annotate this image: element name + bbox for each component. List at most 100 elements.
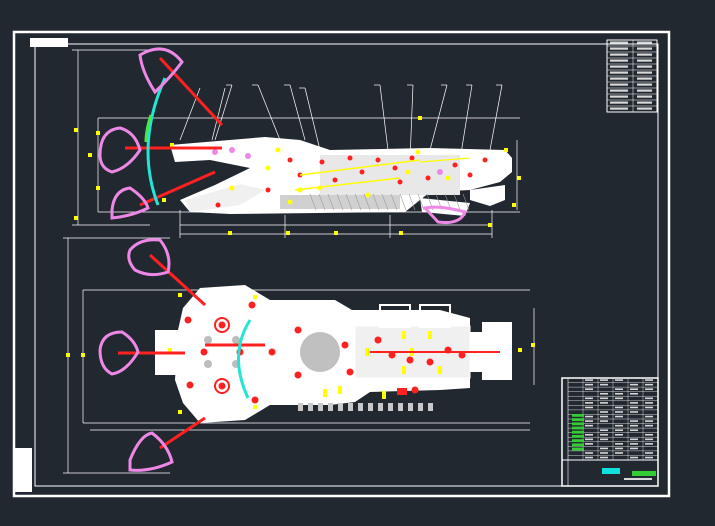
plan-dimension-tick [253, 405, 257, 409]
title-block-highlight-cell [572, 418, 584, 421]
cutter-swing-arc-segment [144, 114, 153, 143]
side-red-bolt [359, 169, 365, 175]
revision-table-cell-text [637, 101, 652, 104]
plan-dimension-tick [66, 353, 70, 357]
plan-view [63, 237, 535, 474]
side-dimension-tick [286, 231, 290, 235]
plan-track-shoe [408, 403, 413, 411]
title-block-cell-text [645, 433, 653, 436]
title-block-cell-text [645, 456, 653, 459]
plan-yellow-fitting [323, 389, 327, 397]
plan-red-bolt [248, 301, 256, 309]
callout-leader [489, 84, 503, 151]
title-block-cell-text [630, 429, 638, 432]
title-block-cell-text [615, 411, 623, 413]
title-block-cell-text [615, 415, 623, 418]
side-dimension-markers [74, 116, 521, 235]
title-block-cell-text [600, 402, 608, 404]
title-block-cell-text [630, 456, 638, 459]
title-block-cell-text [645, 415, 653, 418]
revision-table-cell-text [637, 107, 652, 110]
cutter-boom-side [125, 56, 224, 207]
plan-track-shoe [378, 403, 383, 411]
title-block-cell-text [585, 383, 593, 386]
callout-leader-lines [179, 84, 503, 161]
plan-track-shoe [398, 403, 403, 411]
title-block-highlight-cell [572, 447, 584, 451]
revision-table-cell-text [637, 47, 652, 50]
title-block-highlight-cell [572, 435, 584, 438]
plan-red-bolt [346, 368, 354, 376]
revision-table-cell-text [610, 89, 628, 92]
title-block-cell-text [600, 415, 608, 418]
revision-table-cell-text [637, 77, 652, 80]
side-internal-detail [212, 147, 488, 211]
title-block-cell-text [630, 383, 638, 386]
title-block-cell-text [645, 443, 653, 445]
side-dimension-tick [74, 216, 78, 220]
side-pink-fitting [437, 169, 443, 175]
title-block-cell-text [585, 397, 593, 400]
plan-red-bolt [218, 382, 226, 390]
title-block-logo [602, 468, 620, 474]
title-block-cell-text [645, 402, 653, 404]
revision-table-cell-text [610, 59, 628, 62]
title-block-cell-text [645, 388, 653, 391]
title-block-scale-text [624, 478, 652, 480]
title-block-cell-text [645, 452, 653, 454]
title-block-cell-text [600, 383, 608, 386]
title-block-cell-text [600, 392, 608, 395]
side-red-bolt [409, 155, 415, 161]
title-block-cell-text [585, 433, 593, 436]
title-block-cell-text [615, 447, 623, 450]
plan-yellow-fitting [428, 331, 432, 339]
revision-table-cell-text [637, 71, 652, 74]
title-block-cell-text [600, 429, 608, 432]
cutter-swing-arc-plan [237, 319, 252, 399]
plan-track-shoe [418, 403, 423, 411]
side-dimension-tick [74, 128, 78, 132]
revision-table-cell-text [610, 77, 628, 80]
plan-pump-unit [397, 388, 407, 395]
side-pink-fitting [229, 147, 235, 153]
plan-turntable [293, 325, 347, 379]
title-block-cell-text [615, 429, 623, 432]
plan-red-bolt [251, 396, 259, 404]
plan-yellow-fitting [402, 366, 406, 374]
plan-dimension-tick [178, 410, 182, 414]
plan-red-bolt [268, 348, 276, 356]
title-block-cell-text [645, 383, 653, 386]
revision-table-cell-text [610, 53, 628, 56]
side-red-bolt [482, 157, 488, 163]
plan-red-bolt [458, 351, 466, 359]
plan-yellow-fitting [438, 366, 442, 374]
plan-red-bolt [411, 386, 419, 394]
side-track-hatch [327, 193, 335, 211]
title-block-cell-text [585, 379, 593, 381]
side-red-bolt [319, 159, 325, 165]
title-block-cell-text [585, 452, 593, 454]
plan-motor-housing [204, 336, 212, 344]
plan-motor-housing [232, 336, 240, 344]
plan-motor-housing [204, 360, 212, 368]
side-red-bolt [467, 172, 473, 178]
side-yellow-fitting [415, 149, 421, 155]
callout-leader [211, 87, 226, 141]
title-block-highlight-cell [572, 426, 584, 430]
callout-leader [459, 84, 473, 161]
plan-dimension-tick [518, 348, 522, 352]
revision-table-cell-text [637, 83, 652, 86]
side-dimension-tick [96, 186, 100, 190]
plan-dimension-tick [168, 348, 172, 352]
title-block-cell-text [630, 438, 638, 441]
title-block-cell-text [585, 420, 593, 422]
plan-yellow-fitting [402, 331, 406, 339]
side-dimension-tick [170, 143, 174, 147]
side-yellow-fitting [365, 192, 371, 198]
side-dimension-tick [334, 231, 338, 235]
title-block-cell-text [600, 397, 608, 400]
title-block-highlight-cell [572, 439, 584, 442]
title-block-cell-text [645, 397, 653, 400]
title-block-cell-text [645, 406, 653, 409]
